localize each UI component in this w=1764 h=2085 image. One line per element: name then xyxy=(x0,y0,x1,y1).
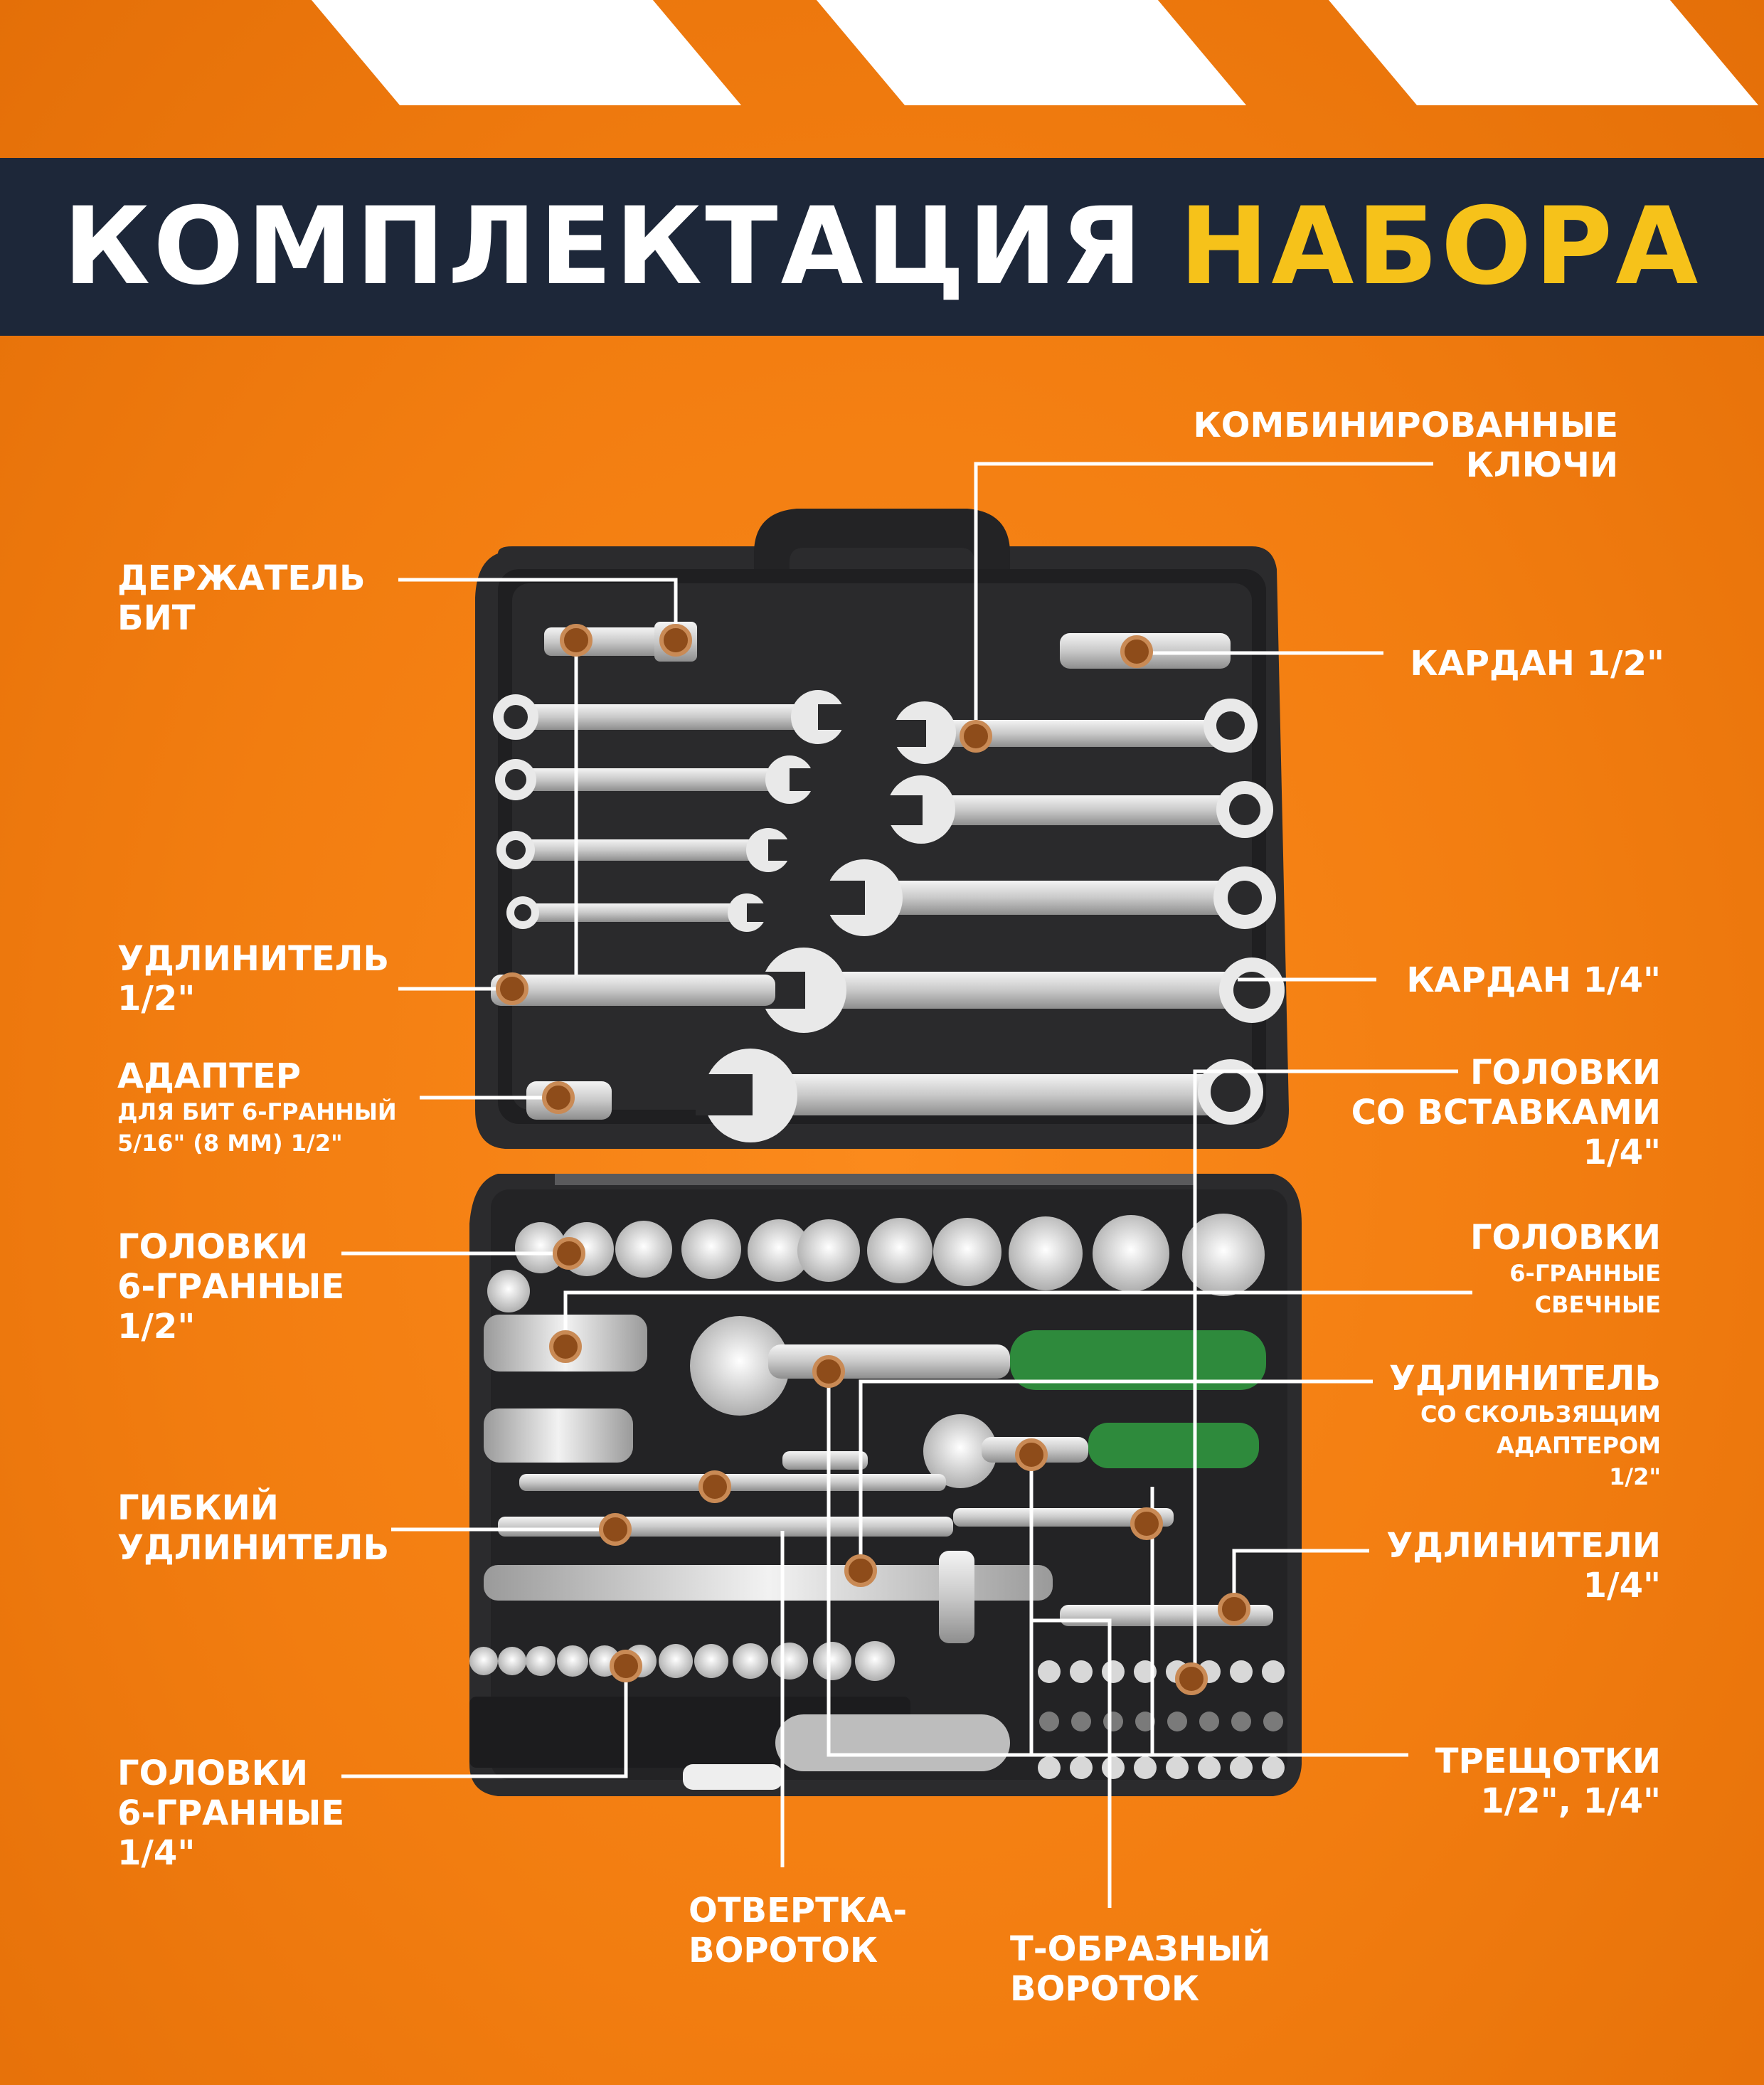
marker-ratchet-quarter xyxy=(1015,1438,1048,1471)
line-bit-sockets xyxy=(1193,1069,1458,1679)
label-bit-sockets-quarter: ГОЛОВКИ СО ВСТАВКАМИ 1/4" xyxy=(1351,1053,1661,1172)
line-t-handle xyxy=(1031,1618,1112,1908)
label-t-handle: Т-ОБРАЗНЫЙ ВОРОТОК xyxy=(1010,1929,1271,2009)
marker-hex-half xyxy=(553,1237,585,1270)
label-spark-sockets: ГОЛОВКИ 6-ГРАННЫЕ СВЕЧНЫЕ xyxy=(1470,1218,1661,1318)
marker-t-handle xyxy=(844,1554,877,1587)
wrenches-left xyxy=(493,690,850,932)
line-ext-quarter xyxy=(1232,1549,1369,1609)
t-handle-tool xyxy=(484,1551,1053,1643)
header-bar xyxy=(0,158,1764,336)
extension-half-tool xyxy=(491,975,775,1006)
marker-sliding xyxy=(698,1470,731,1503)
line-sliding xyxy=(859,1379,1373,1561)
marker-combo-keys xyxy=(960,720,992,753)
bits-rows xyxy=(469,1697,1010,1790)
label-ratchets: ТРЕЩОТКИ 1/2", 1/4" xyxy=(1435,1741,1661,1821)
marker-extension-half xyxy=(496,972,528,1005)
markers xyxy=(496,624,1250,1695)
label-extensions-quarter: УДЛИНИТЕЛИ 1/4" xyxy=(1386,1526,1661,1606)
marker-cardan-half xyxy=(1120,635,1153,668)
label-bit-holder: ДЕРЖАТЕЛЬ БИТ xyxy=(117,558,366,638)
marker-adapter xyxy=(542,1081,575,1114)
marker-bit-sockets xyxy=(1175,1662,1208,1695)
line-bit-holder xyxy=(398,578,678,640)
label-cardan-quarter: КАРДАН 1/4" xyxy=(1406,960,1661,1000)
line-combo-keys xyxy=(974,462,1433,736)
wrenches-right xyxy=(696,699,1285,1142)
page-title: КОМПЛЕКТАЦИЯ НАБОРА xyxy=(0,158,1764,336)
label-screwdriver-handle: ОТВЕРТКА- ВОРОТОК xyxy=(689,1891,908,1970)
bit-sockets-grid xyxy=(1038,1660,1285,1779)
marker-ratchet-half xyxy=(812,1355,845,1388)
line-ratchets xyxy=(827,1364,1408,1757)
line-spark xyxy=(563,1290,1472,1347)
case-upper xyxy=(475,509,1289,1149)
marker-hex-quarter xyxy=(610,1650,642,1682)
title-accent: НАБОРА xyxy=(1179,185,1701,309)
label-cardan-half: КАРДАН 1/2" xyxy=(1410,644,1664,684)
line-hex-quarter xyxy=(341,1666,628,1778)
label-combo-keys: КОМБИНИРОВАННЫЕ КЛЮЧИ xyxy=(1193,405,1619,485)
title-main: КОМПЛЕКТАЦИЯ xyxy=(63,185,1145,309)
marker-bit-holder-1 xyxy=(560,624,593,657)
label-hex-sockets-half: ГОЛОВКИ 6-ГРАННЫЕ 1/2" xyxy=(117,1227,345,1347)
sockets-half-row xyxy=(487,1214,1265,1312)
label-adapter: АДАПТЕР ДЛЯ БИТ 6-ГРАННЫЙ 5/16" (8 ММ) 1… xyxy=(117,1056,397,1157)
leader-lines xyxy=(341,462,1472,1908)
label-sliding-extension: УДЛИНИТЕЛЬ СО СКОЛЬЗЯЩИМ АДАПТЕРОМ 1/2" xyxy=(1388,1359,1661,1490)
marker-spark xyxy=(549,1330,582,1363)
marker-ext-quarter xyxy=(1218,1593,1250,1625)
label-extension-half: УДЛИНИТЕЛЬ 1/2" xyxy=(117,939,390,1019)
spark-sockets-tool xyxy=(484,1315,647,1463)
marker-extension-rod xyxy=(1130,1507,1163,1540)
marker-flex xyxy=(599,1513,632,1546)
label-flex-extension: ГИБКИЙ УДЛИНИТЕЛЬ xyxy=(117,1488,390,1568)
label-hex-sockets-quarter: ГОЛОВКИ 6-ГРАННЫЕ 1/4" xyxy=(117,1754,345,1873)
marker-bit-holder-2 xyxy=(659,624,692,657)
